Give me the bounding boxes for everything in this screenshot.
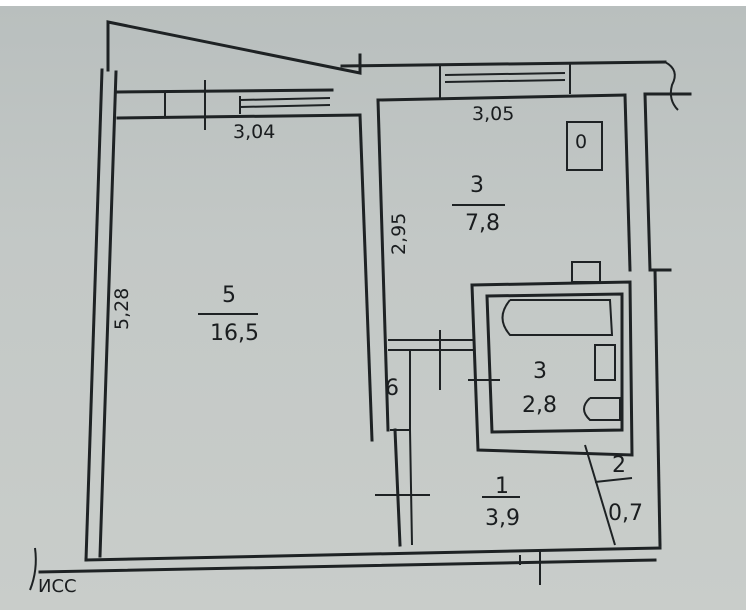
stove-icon: 0 <box>575 131 587 153</box>
room-area: 3,9 <box>485 506 520 531</box>
room-number: 2 <box>612 453 626 478</box>
room-area: 16,5 <box>210 321 259 346</box>
room-number: 3 <box>470 173 484 198</box>
closet-label: 6 <box>385 376 399 401</box>
room-number: 3 <box>533 359 547 384</box>
dimension-kitchen-length: 2,95 <box>388 213 410 255</box>
corner-text: ИСС <box>38 576 77 597</box>
room-number: 5 <box>222 283 236 308</box>
walls: 0 <box>29 20 692 591</box>
dimension-room5-length: 5,28 <box>111 288 133 330</box>
room-number: 1 <box>495 474 509 499</box>
dimension-room5-width: 3,04 <box>233 121 275 143</box>
room-bathroom-label: 3 2,8 <box>522 359 557 418</box>
room-area: 7,8 <box>465 211 500 236</box>
room-5-label: 5 16,5 <box>198 283 259 346</box>
room-kitchen-label: 3 7,8 <box>452 173 505 236</box>
room-area: 0,7 <box>608 501 643 526</box>
room-toilet-label: 2 0,7 <box>594 453 643 526</box>
dimension-kitchen-width: 3,05 <box>472 103 514 125</box>
room-hall-label: 1 3,9 <box>482 474 520 531</box>
room-area: 2,8 <box>522 393 557 418</box>
